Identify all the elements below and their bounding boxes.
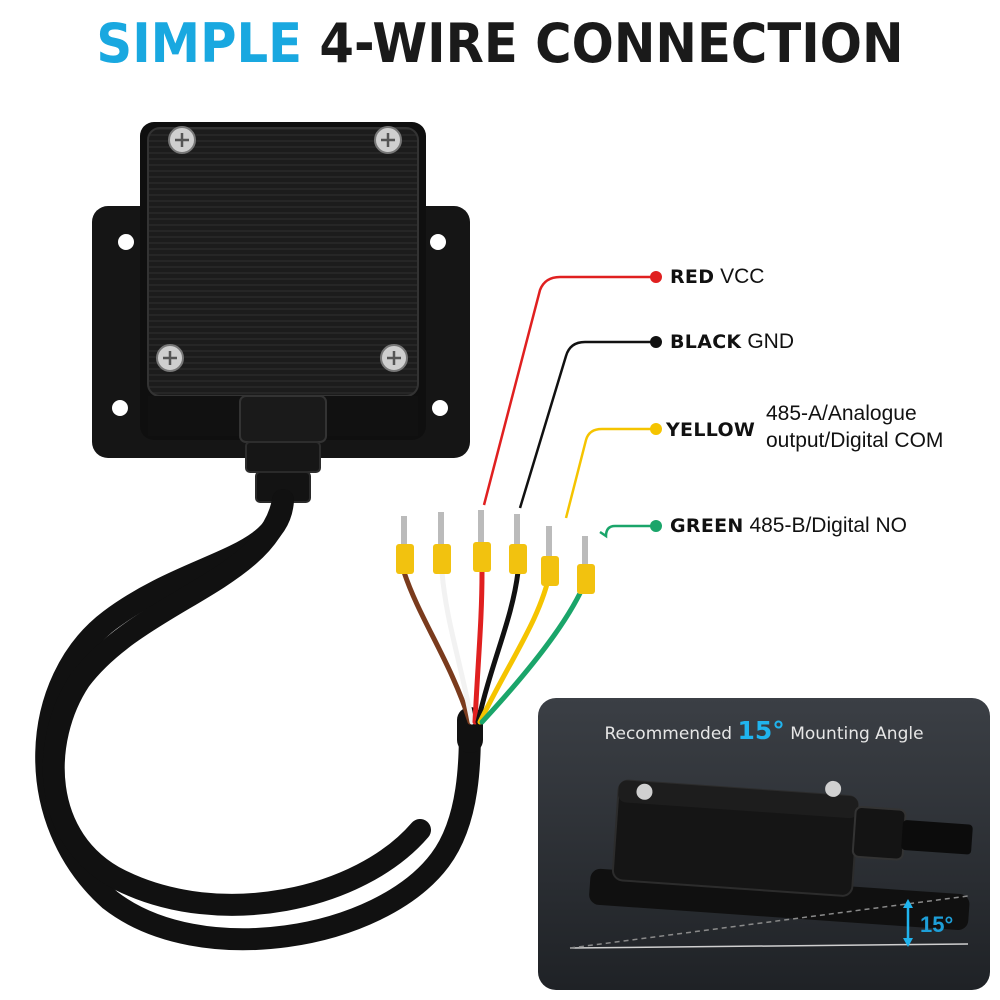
caption-angle: 15° [737,716,785,745]
ferrule [541,526,559,586]
title-main: 4-WIRE CONNECTION [319,12,904,75]
title-highlight: SIMPLE [96,12,303,75]
cable-gland [239,395,327,503]
angle-value-label: 15° [920,912,954,937]
wire-function: GND [747,330,794,353]
angle-arrow-icon [903,899,913,947]
wire-color-name: RED [670,266,715,288]
wire-bundle [401,569,589,725]
wire-label-yellow: YELLOW [666,417,755,443]
wire-color-name: GREEN [670,515,744,537]
wire-function-yellow: 485-A/Analogue output/Digital COM [766,400,943,454]
ferrule [473,510,491,572]
wire-ferrules [396,510,595,594]
caption-suffix: Mounting Angle [790,724,924,744]
mounting-angle-panel [538,698,990,990]
ferrule [396,516,414,574]
wire-function: 485-B/Digital NO [749,514,907,537]
wire-function-line: output/Digital COM [766,429,944,452]
leader-lines [482,275,656,539]
wire-label-green: GREEN 485-B/Digital NO [670,513,907,539]
caption-prefix: Recommended [604,724,733,744]
screw-icon [168,126,196,154]
screw-icon [380,344,408,372]
ferrule [433,512,451,574]
wire-function-line: 485-A/Analogue [766,402,917,425]
ferrule [509,514,527,574]
wire-label-black: BLACK GND [670,329,794,355]
wire-color-name: YELLOW [666,419,756,441]
wire-color-name: BLACK [670,331,742,353]
mounting-angle-caption: Recommended 15° Mounting Angle [538,716,990,745]
ferrule [577,536,595,594]
wire-function: VCC [720,265,765,288]
sensor-enclosure [140,122,426,440]
screw-icon [156,344,184,372]
wire-label-red: RED VCC [670,264,764,290]
page-title: SIMPLE 4-WIRE CONNECTION [40,12,960,75]
screw-icon [374,126,402,154]
